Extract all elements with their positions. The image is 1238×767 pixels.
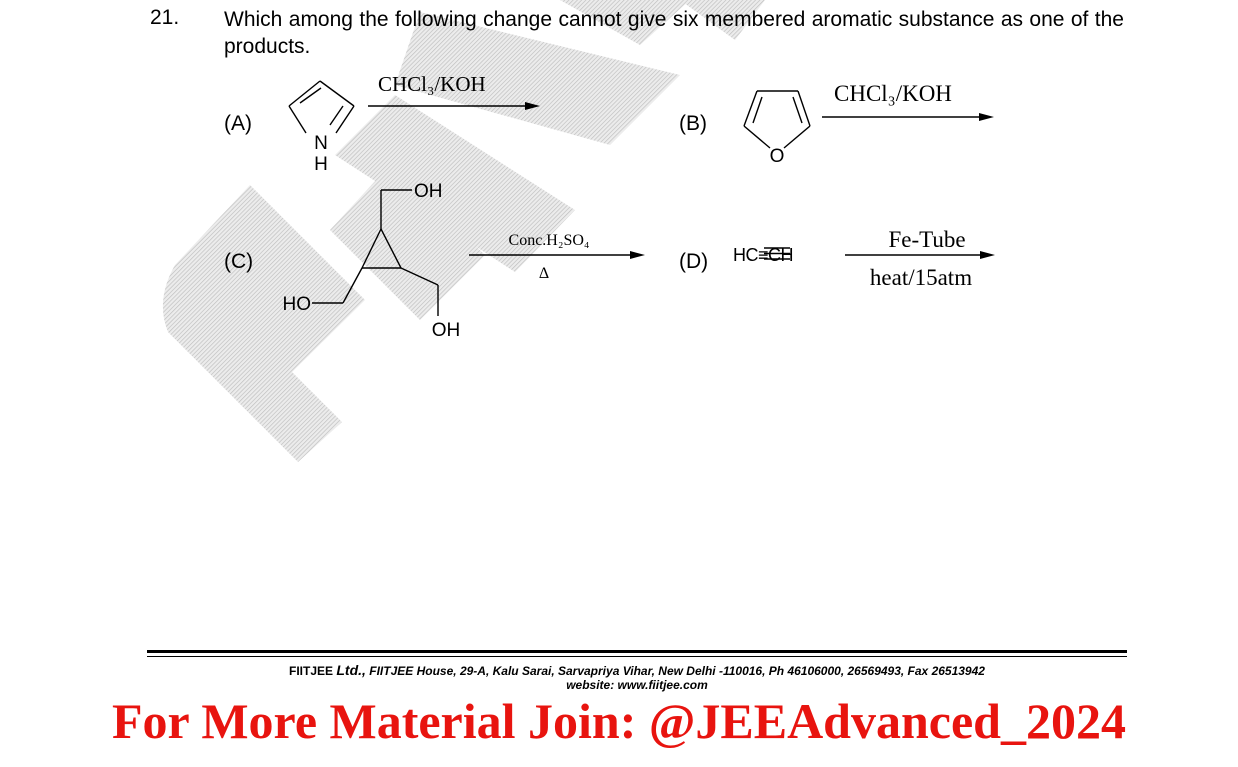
- reagent-a: CHCl₃/KOH: [378, 72, 486, 96]
- group-oh-bottom: OH: [432, 320, 461, 341]
- reagent-d-bottom: heat/15atm: [870, 265, 972, 290]
- arrow-head-icon: [980, 251, 995, 259]
- question-text: Which among the following change cannot …: [224, 8, 1124, 58]
- arrow-head-icon: [979, 113, 994, 121]
- atom-n: N: [314, 133, 328, 154]
- option-a-label: (A): [224, 112, 252, 135]
- reagent-b: CHCl₃/KOH: [834, 81, 952, 106]
- question-number: 21.: [150, 6, 180, 29]
- reagent-c-top: Conc.H₂SO₄: [509, 232, 590, 249]
- option-d-label: (D): [679, 250, 709, 273]
- footer-brand: FIITJEE: [289, 664, 334, 678]
- footer-address-text: FIITJEE House, 29-A, Kalu Sarai, Sarvapr…: [369, 664, 985, 678]
- atom-h: H: [314, 154, 328, 175]
- promo-banner: For More Material Join: @JEEAdvanced_202…: [112, 693, 1126, 749]
- footer-ltd: Ltd.,: [336, 662, 366, 678]
- reactant-ethyne: HC≡CH: [733, 245, 793, 265]
- footer-website[interactable]: website: www.fiitjee.com: [566, 678, 708, 692]
- reagent-c-bottom: Δ: [539, 265, 549, 282]
- pyrrole-structure: [288, 80, 355, 134]
- footer-rule-thick: [147, 650, 1127, 653]
- arrow-head-icon: [630, 251, 645, 259]
- cyclopropane-triol-structure: [312, 189, 439, 316]
- footer-rule-thin: [147, 656, 1127, 657]
- atom-o: O: [770, 146, 785, 167]
- furan-structure: [743, 90, 811, 149]
- arrow-head-icon: [525, 102, 540, 110]
- triple-bond: [764, 247, 790, 260]
- group-oh-top: OH: [414, 181, 443, 202]
- reagent-d-top: Fe-Tube: [888, 227, 965, 252]
- option-c-label: (C): [224, 250, 254, 273]
- option-b-label: (B): [679, 112, 707, 135]
- footer-address: FIITJEE Ltd., FIITJEE House, 29-A, Kalu …: [147, 662, 1127, 678]
- group-ho-left: HO: [283, 294, 312, 315]
